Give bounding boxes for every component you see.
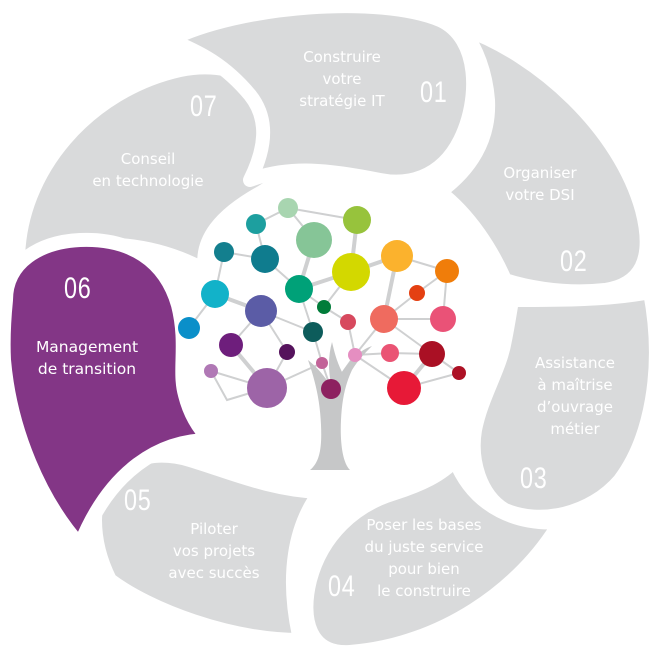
tree-node-v bbox=[348, 348, 362, 362]
tree-node-o bbox=[178, 317, 200, 339]
segment-04-shape[interactable] bbox=[299, 453, 567, 660]
tree-node-c bbox=[296, 222, 332, 258]
tree-node-ac bbox=[321, 379, 341, 399]
segment-01-shape[interactable] bbox=[163, 0, 481, 189]
tree-node-s bbox=[430, 306, 456, 332]
tree-node-h bbox=[332, 253, 370, 291]
segment-06-shape[interactable] bbox=[0, 232, 217, 552]
segment-06-number: 06 bbox=[64, 272, 92, 305]
tree-node-r bbox=[370, 305, 398, 333]
tree-node-aa bbox=[247, 368, 287, 408]
tree-node-f bbox=[251, 245, 279, 273]
tree-node-n bbox=[409, 285, 425, 301]
tree-node-e bbox=[214, 242, 234, 262]
tree-node-d bbox=[343, 206, 371, 234]
segment-07-number: 07 bbox=[190, 90, 218, 123]
segment-02-label[interactable]: Organiser votre DSI bbox=[503, 164, 577, 204]
network-tree-icon bbox=[178, 198, 466, 470]
tree-node-q bbox=[303, 322, 323, 342]
tree-node-y bbox=[204, 364, 218, 378]
tree-node-m bbox=[317, 300, 331, 314]
tree-node-p bbox=[340, 314, 356, 330]
segment-03-number: 03 bbox=[520, 462, 548, 495]
segment-01-label[interactable]: Construire votre stratégie IT bbox=[299, 48, 385, 110]
segment-02-shape[interactable] bbox=[433, 21, 654, 299]
tree-node-t bbox=[219, 333, 243, 357]
segment-01-number: 01 bbox=[420, 76, 448, 109]
segment-06-label[interactable]: Management de transition bbox=[35, 338, 139, 378]
tree-node-u bbox=[279, 344, 295, 360]
tree-node-z bbox=[316, 357, 328, 369]
segment-05-number: 05 bbox=[124, 484, 152, 517]
tree-node-j bbox=[435, 259, 459, 283]
segment-05-label[interactable]: Piloter vos projets avec succès bbox=[168, 520, 260, 582]
segment-04-label[interactable]: Poser les bases du juste service pour bi… bbox=[364, 516, 484, 600]
segment-04-number: 04 bbox=[328, 570, 356, 603]
tree-node-ad bbox=[387, 371, 421, 405]
tree-trunk bbox=[308, 342, 372, 470]
segment-02-number: 02 bbox=[560, 245, 588, 278]
segment-03-label[interactable]: Assistance à maîtrise d’ouvrage métier bbox=[535, 354, 615, 438]
tree-node-w bbox=[381, 344, 399, 362]
segment-07-label[interactable]: Conseil en technologie bbox=[92, 150, 204, 190]
tree-node-k bbox=[201, 280, 229, 308]
tree-node-l bbox=[245, 295, 277, 327]
tree-node-b bbox=[246, 214, 266, 234]
tree-node-g bbox=[285, 275, 313, 303]
tree-node-i bbox=[381, 240, 413, 272]
tree-node-ab bbox=[452, 366, 466, 380]
tree-node-a bbox=[278, 198, 298, 218]
tree-node-x bbox=[419, 341, 445, 367]
